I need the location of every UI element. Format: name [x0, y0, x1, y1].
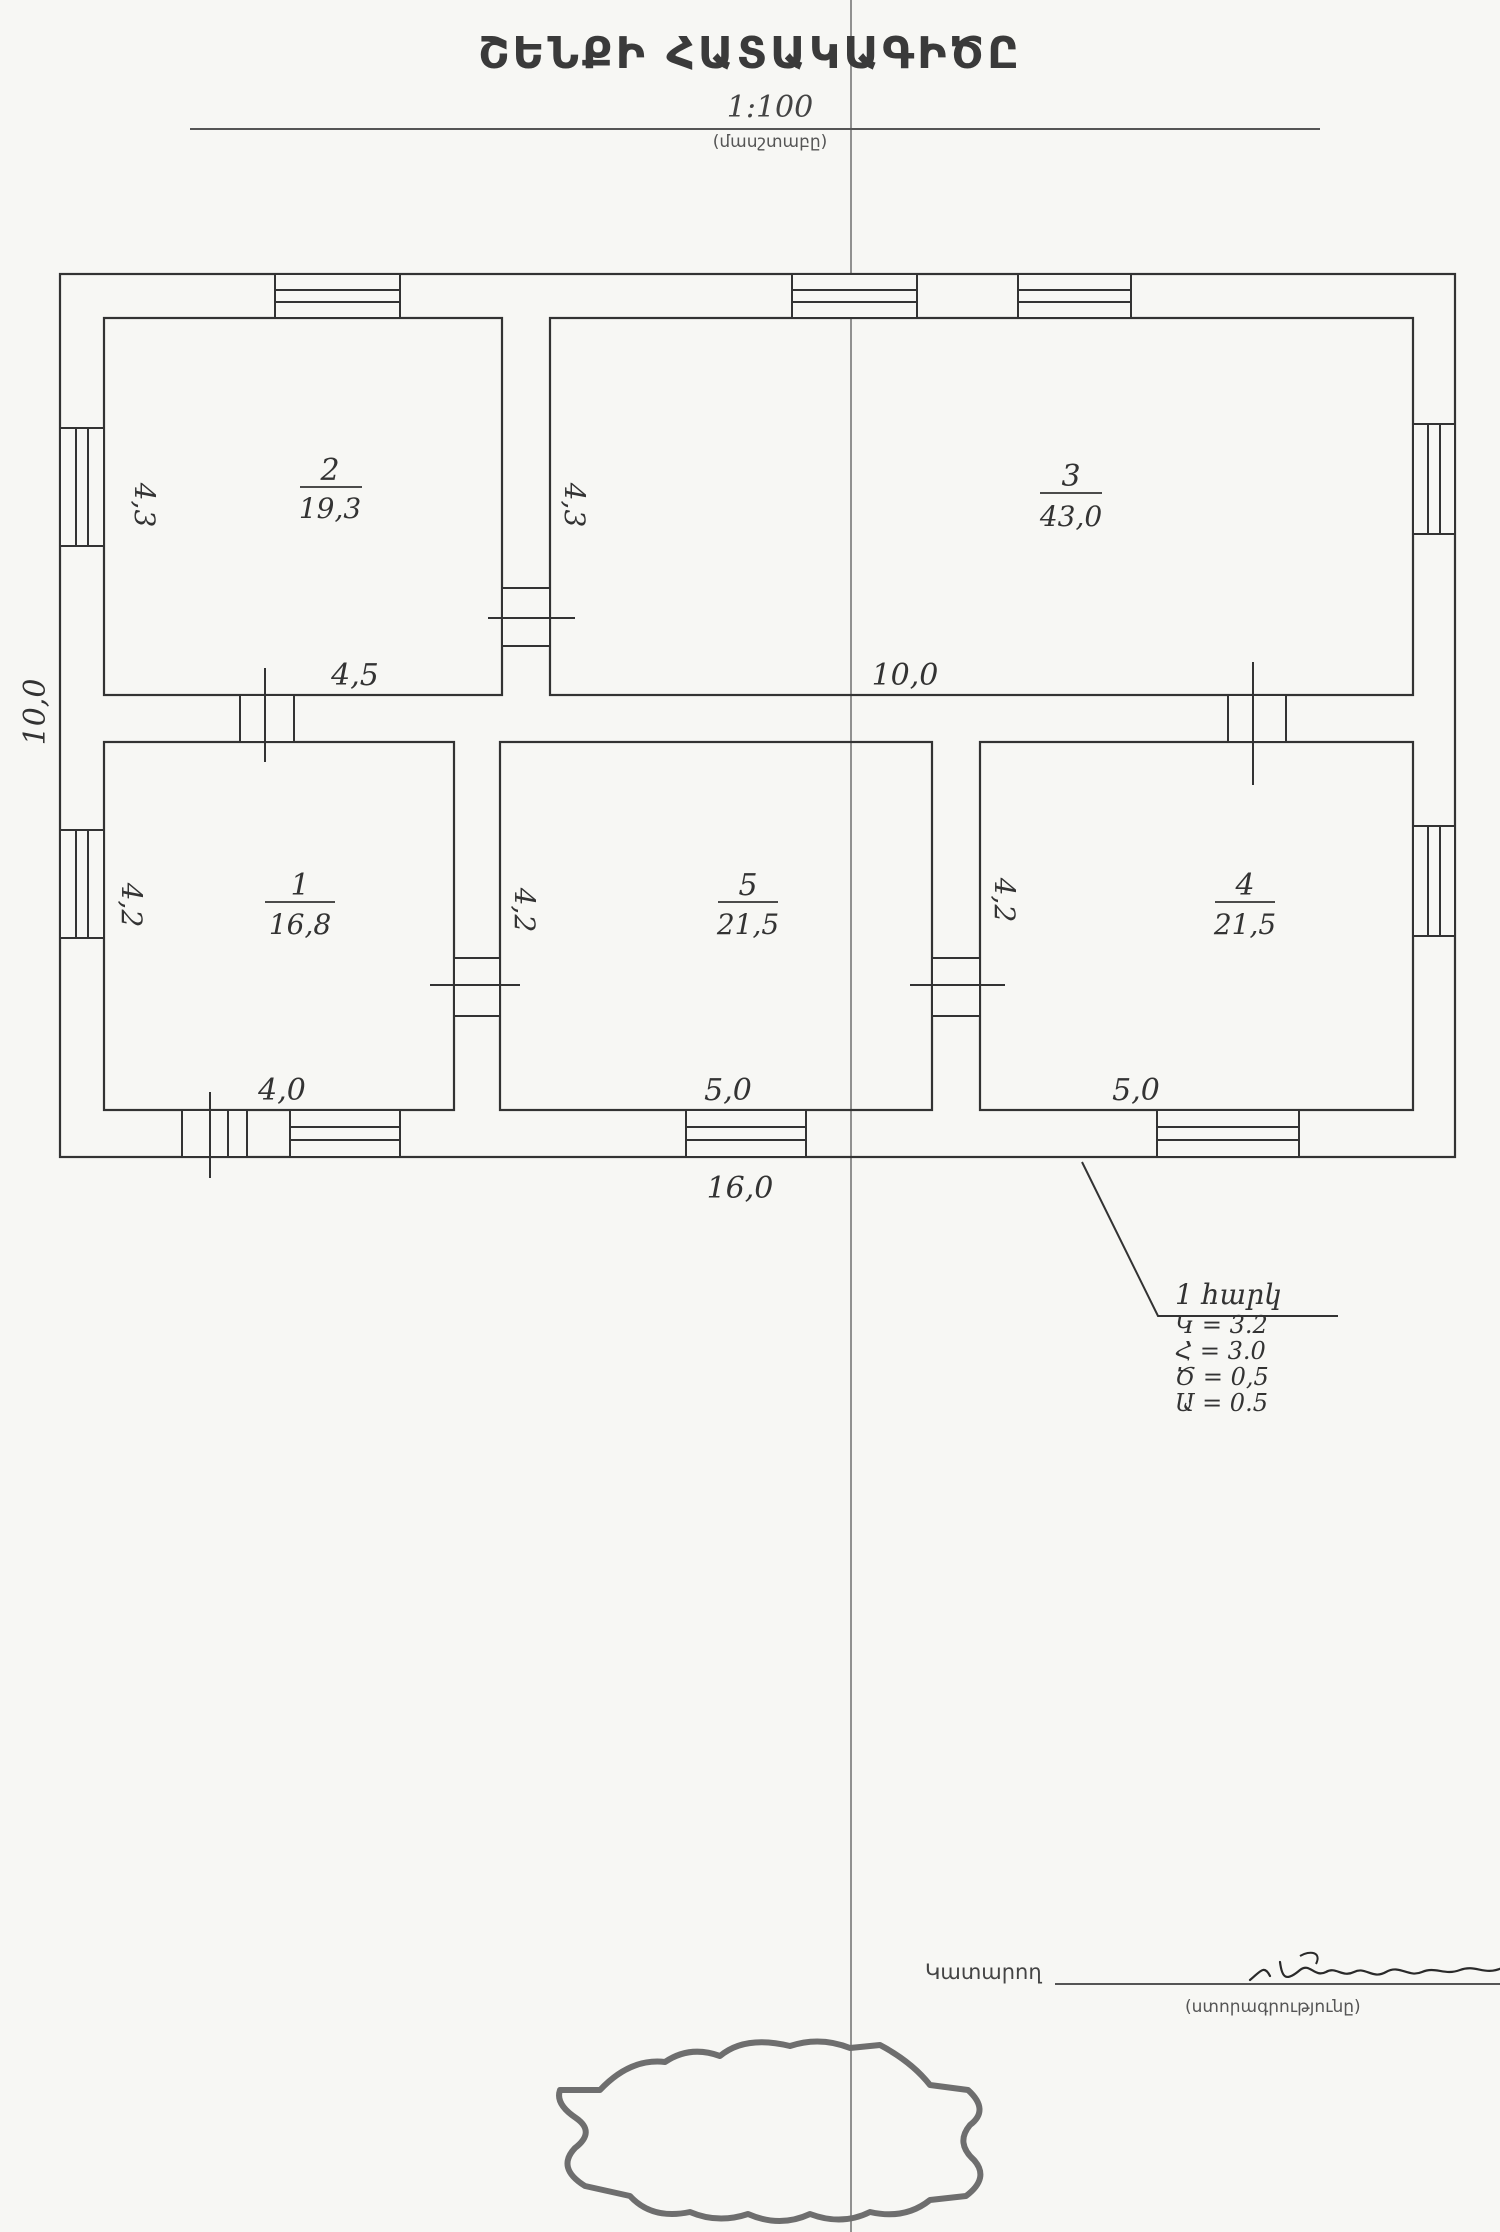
window-left-2 — [59, 829, 105, 939]
room-2-number: 2 — [319, 453, 339, 488]
room-2-area: 19,3 — [299, 492, 361, 525]
room-3-area: 43,0 — [1039, 500, 1102, 533]
signature-image — [1248, 1951, 1500, 1982]
door-room2-room3 — [488, 587, 575, 647]
executor-caption: (ստորագրությունը) — [1185, 1997, 1361, 2017]
room-1-side: 4,2 — [115, 882, 148, 928]
notes-leader-line — [1081, 1161, 1338, 1317]
window-left-1 — [59, 427, 105, 547]
door-room2-room1 — [239, 668, 295, 762]
room-1-length: 4,0 — [257, 1073, 306, 1108]
floor-notes: 1 հարկ Կ = 3.2 Հ = 3.0 Ծ = 0,5 Ա = 0.5 — [1175, 1278, 1282, 1417]
notes-line: Կ = 3.2 — [1175, 1311, 1268, 1339]
door-room1-room5 — [430, 957, 520, 1017]
window-top-1 — [274, 273, 401, 319]
notes-line: Հ = 3.0 — [1175, 1337, 1266, 1365]
door-room3-room4 — [1227, 662, 1287, 785]
notes-heading: 1 հարկ — [1175, 1278, 1282, 1311]
entrance-door — [181, 1092, 248, 1178]
room-2-side: 4,3 — [128, 482, 161, 528]
window-top-3 — [1017, 273, 1132, 319]
room-4-number: 4 — [1234, 868, 1254, 903]
notes-line: Ծ = 0,5 — [1175, 1363, 1269, 1391]
room-5-area: 21,5 — [716, 908, 779, 941]
notes-line: Ա = 0.5 — [1175, 1389, 1268, 1417]
title-rule — [190, 128, 1320, 130]
executor-label: Կատարող — [925, 1960, 1042, 1984]
document-title: ՇԵՆՔԻ ՀԱՏԱԿԱԳԻԾԸ — [478, 28, 1022, 79]
room-4-side: 4,2 — [988, 877, 1021, 923]
overall-length: 16,0 — [707, 1171, 774, 1206]
room-3-outline — [548, 316, 1415, 697]
room-4-area: 21,5 — [1213, 908, 1276, 941]
room-5-number: 5 — [738, 868, 757, 903]
room-4-length: 5,0 — [1112, 1073, 1160, 1108]
signature-line — [1055, 1983, 1500, 1985]
stamp-outline — [556, 2038, 984, 2224]
room-4-outline — [978, 740, 1415, 1112]
room-3-side: 4,3 — [558, 482, 591, 528]
window-right-2 — [1412, 825, 1456, 937]
fold-line — [850, 0, 852, 2232]
room-3-length: 10,0 — [872, 658, 939, 693]
overall-width: 10,0 — [18, 679, 53, 746]
window-right-1 — [1412, 423, 1456, 535]
window-bottom-2 — [685, 1109, 807, 1158]
room-5-side: 4,2 — [508, 887, 541, 933]
room-5-length: 5,0 — [704, 1073, 752, 1108]
room-1-area: 16,8 — [269, 908, 331, 941]
room-1-number: 1 — [290, 868, 309, 903]
window-bottom-3 — [1156, 1109, 1300, 1158]
door-room5-room4 — [910, 957, 1005, 1017]
room-2-length: 4,5 — [330, 658, 379, 693]
scale-label: 1:100 — [726, 90, 814, 125]
scale-caption: (մասշտաբը) — [712, 132, 828, 152]
window-bottom-1 — [289, 1109, 401, 1158]
room-3-number: 3 — [1061, 459, 1080, 494]
window-top-2 — [791, 273, 918, 319]
